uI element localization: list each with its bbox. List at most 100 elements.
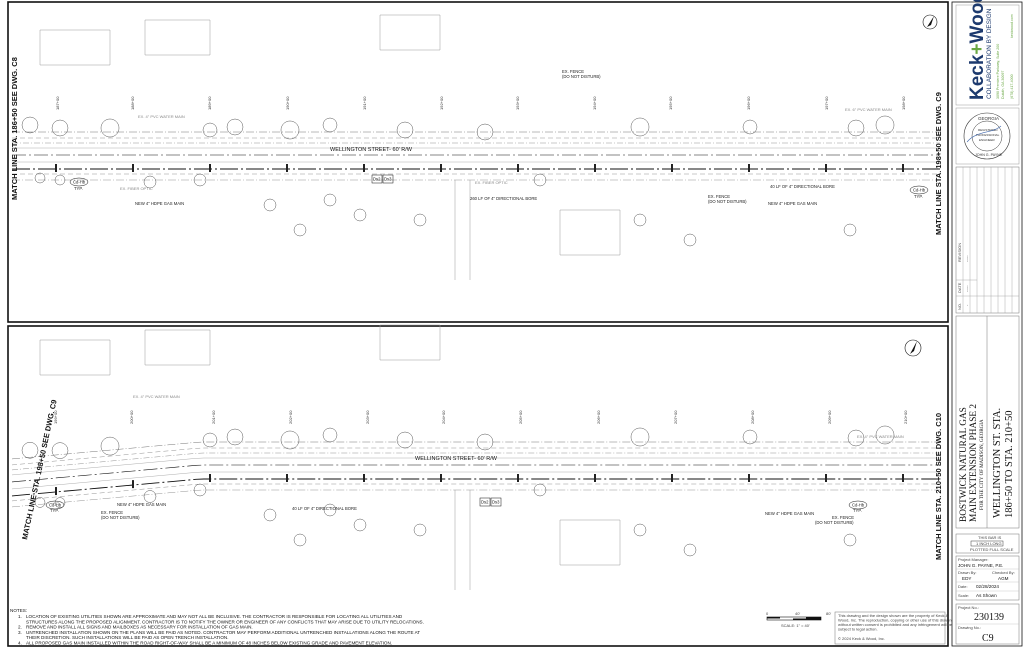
note-text: LOCATION OF EXISTING UTILITIES SHOWN ARE… (26, 614, 403, 619)
north-arrow-icon (922, 14, 938, 30)
station-label: 206+00 (596, 410, 601, 424)
copyright-line: This drawing and the design shown are th… (838, 613, 949, 618)
fiber-optic-label: EX. FIBER OPTIC (475, 180, 508, 185)
date-label: Date: (958, 584, 968, 589)
revision-cell: - (964, 304, 969, 306)
station-label: 205+00 (518, 410, 523, 424)
note-text: ALL PROPOSED GAS MAIN INSTALLED WITHIN T… (26, 641, 392, 646)
project-title-line1: BOSTWICK NATURAL GAS (959, 407, 969, 522)
checked-by-label: Checked By: (992, 570, 1015, 575)
company-logo: Keck+Wood COLLABORATION BY DESIGN 3090 P… (967, 0, 1014, 100)
fence-label: (DO NOT DISTURB) (562, 74, 601, 79)
svg-text:ENGINEER: ENGINEER (979, 138, 996, 142)
project-no-value: 230139 (974, 612, 1004, 623)
drawing-no-label: Drawing No.: (958, 625, 981, 630)
revision-header: NO. (957, 303, 962, 310)
typ-label: TYP. (853, 508, 862, 513)
match-line-right: MATCH LINE STA. 210+50 SEE DWG. C10 (934, 413, 943, 560)
ds2-callout: Ds2 (373, 177, 381, 182)
sheet-title-line1: WELLINGTON ST. STA. (992, 408, 1003, 518)
station-label: 208+00 (750, 410, 755, 424)
revision-table: NO. DATE REVISION - ----- ----- (955, 166, 1020, 314)
revision-header: DATE (957, 282, 962, 293)
fence-label: EX. FENCE (562, 69, 584, 74)
copyright-notice: © 2024 Keck & Wood, Inc. (838, 636, 885, 641)
bore-label: 40 LF OF 4" DIRECTIONAL BORE (770, 184, 835, 189)
station-label: 188+00 (130, 96, 135, 110)
pm-label: Project Manager: (958, 557, 988, 562)
note-text: THEIR DISCRETION. SUCH INSTALLATIONS WIL… (26, 635, 229, 640)
detail-callout: Cd-Hb (73, 180, 86, 185)
drawing-no-value: C9 (982, 633, 994, 644)
station-label: 209+00 (827, 410, 832, 424)
sheet-title-line2: 186+50 TO STA. 210+50 (1004, 411, 1015, 518)
revision-cell: ----- (964, 255, 969, 262)
bar-check-text: 1 INCH LONG (976, 541, 1002, 546)
detail-callout: Cd-Hb (49, 503, 62, 508)
typ-label: TYP. (74, 186, 83, 191)
note-text: REMOVE AND INSTALL ALL SIGNS AND MAILBOX… (26, 625, 253, 630)
scale-bar: 0 40' 80' SCALE: 1" = 40' (766, 611, 831, 628)
top-plan-frame (7, 1, 949, 323)
bore-label: 40 LF OF 4" DIRECTIONAL BORE (292, 506, 357, 511)
svg-text:Keck+Wood: Keck+Wood (967, 0, 988, 100)
station-label: 201+00 (211, 410, 216, 424)
bottom-plan-frame (7, 325, 949, 647)
station-label: 194+00 (592, 96, 597, 110)
project-no-label: Project No.: (958, 605, 979, 610)
project-title-line3: FOR THE CITY OF MADISON, GEORGIA (980, 419, 985, 510)
bar-check-text: PLOTTED FULL SCALE (970, 547, 1014, 552)
ds3-callout: Ds3 (492, 500, 500, 505)
station-label: 190+00 (285, 96, 290, 110)
bottom-plan-view (11, 324, 940, 590)
detail-callout: Cd-Hb (852, 503, 865, 508)
station-label: 196+00 (746, 96, 751, 110)
station-label: 204+00 (441, 410, 446, 424)
note-number: 3. (18, 630, 22, 635)
copyright-line: subject to legal action. (838, 627, 878, 632)
ds2-callout: Ds2 (481, 500, 489, 505)
street-label: WELLINGTON STREET- 60' R/W (415, 456, 498, 462)
typ-label: TYP. (914, 194, 923, 199)
water-main-label: EX. 4" PVC WATER MAIN (138, 114, 185, 119)
station-label: 189+00 (207, 96, 212, 110)
copyright-box: This drawing and the design shown are th… (834, 611, 954, 645)
drawn-by-label: Drawn By: (958, 570, 976, 575)
svg-text:(678) 417-4000: (678) 417-4000 (1010, 74, 1014, 99)
bar-check-text: THIS BAR IS (978, 535, 1002, 540)
scale-label: Scale: (958, 593, 969, 598)
copyright-line: Wood, Inc. The reproduction, copying or … (838, 618, 954, 623)
fence-label: EX. FENCE (101, 510, 123, 515)
station-label: 210+00 (903, 410, 908, 424)
revision-cell: ----- (964, 285, 969, 292)
station-label: 198+00 (901, 96, 906, 110)
station-label: 197+00 (824, 96, 829, 110)
fence-label: (DO NOT DISTURB) (815, 520, 854, 525)
drawn-by-value: EDY (962, 576, 971, 581)
scale-tick: 80' (826, 611, 831, 616)
scale-tick: 0 (766, 611, 769, 616)
station-label: 200+00 (129, 410, 134, 424)
checked-by-value: AGM (998, 576, 1009, 581)
note-number: 4. (18, 641, 22, 646)
ds3-callout: Ds3 (384, 177, 392, 182)
date-value: 02/28/2024 (976, 584, 999, 589)
svg-text:COLLABORATION BY DESIGN: COLLABORATION BY DESIGN (986, 8, 993, 99)
street-label: WELLINGTON STREET- 60' R/W (330, 147, 413, 153)
gas-main-label: NEW 4" HDPE GAS MAIN (117, 502, 166, 507)
top-plan-labels: WELLINGTON STREET- 60' R/W MATCH LINE ST… (10, 57, 943, 235)
svg-text:PROFESSIONAL: PROFESSIONAL (976, 133, 1000, 137)
svg-text:Duluth, GA 30097: Duluth, GA 30097 (1001, 71, 1005, 99)
north-arrow-icon (904, 339, 922, 357)
station-label: 193+00 (515, 96, 520, 110)
detail-callout: Cd-Hb (913, 188, 926, 193)
station-label: 199+00 (53, 410, 58, 424)
station-label: 202+00 (288, 410, 293, 424)
scale-value: As Shown (976, 593, 997, 598)
copyright-line: without written consent is prohibited an… (838, 622, 953, 627)
match-line-right: MATCH LINE STA. 198+50 SEE DWG. C9 (934, 92, 943, 235)
fence-label: (DO NOT DISTURB) (101, 515, 140, 520)
station-label: 192+00 (439, 96, 444, 110)
